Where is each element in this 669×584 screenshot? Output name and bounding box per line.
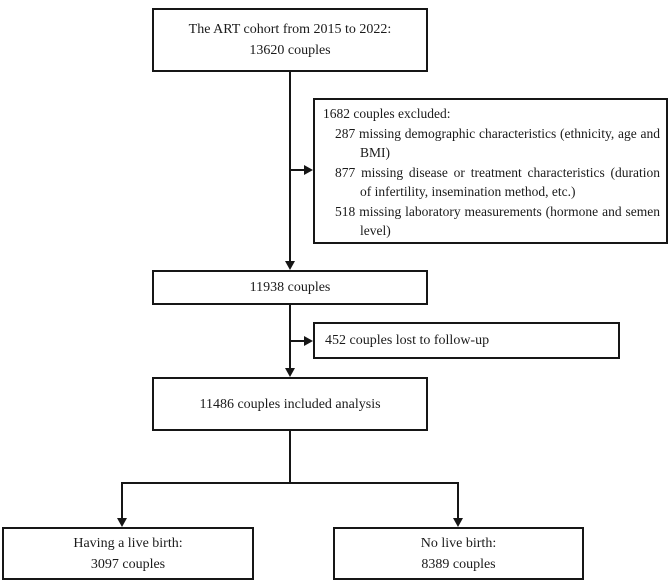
arrowhead-down-cohort (285, 261, 295, 270)
box-cohort-11938: 11938 couples (152, 270, 428, 305)
connector-branch-right (457, 482, 459, 518)
arrowhead-down-livebirth (117, 518, 127, 527)
no-live-birth-line1: No live birth: (420, 535, 497, 551)
connector-analysis-to-branch (289, 431, 291, 484)
arrowhead-right-followup (304, 336, 313, 346)
connector-cohort-to-analysis (289, 305, 291, 368)
arrowhead-down-analysis (285, 368, 295, 377)
no-live-birth-line2: 8389 couples (421, 556, 496, 572)
arrowhead-right-excluded (304, 165, 313, 175)
connector-branch-excluded (290, 169, 305, 171)
art-cohort-line1: The ART cohort from 2015 to 2022: (188, 22, 392, 37)
art-cohort-line2: 13620 couples (249, 43, 331, 58)
box-no-live-birth: No live birth: 8389 couples (333, 527, 584, 580)
excluded-title: 1682 couples excluded: (323, 106, 451, 121)
excluded-item-text: missing demographic characteristics (eth… (359, 125, 660, 161)
box-included-analysis: 11486 couples included analysis (152, 377, 428, 431)
included-analysis-label: 11486 couples included analysis (199, 396, 381, 412)
box-lost-followup: 452 couples lost to follow-up (313, 322, 620, 359)
connector-branch-horizontal (121, 482, 459, 484)
excluded-item-count: 287 (335, 125, 356, 141)
excluded-item-disease: 877 missing disease or treatment charact… (335, 163, 660, 202)
arrowhead-down-nolivebirth (453, 518, 463, 527)
lost-followup-label: 452 couples lost to follow-up (325, 333, 490, 348)
excluded-item-count: 877 (335, 164, 356, 180)
excluded-item-demographic: 287 missing demographic characteristics … (335, 124, 660, 163)
excluded-item-text: missing disease or treatment characteris… (360, 164, 661, 200)
box-art-cohort: The ART cohort from 2015 to 2022: 13620 … (152, 8, 428, 72)
excluded-item-text: missing laboratory measurements (hormone… (359, 203, 660, 239)
excluded-item-laboratory: 518 missing laboratory measurements (hor… (335, 202, 660, 241)
live-birth-line2: 3097 couples (90, 556, 166, 572)
excluded-item-count: 518 (335, 203, 356, 219)
box-live-birth: Having a live birth: 3097 couples (2, 527, 254, 580)
live-birth-line1: Having a live birth: (73, 535, 183, 551)
connector-branch-left (121, 482, 123, 518)
cohort-11938-label: 11938 couples (249, 280, 331, 295)
box-excluded: 1682 couples excluded: 287 missing demog… (313, 98, 668, 244)
connector-top-to-cohort (289, 72, 291, 262)
connector-branch-followup (290, 340, 304, 342)
